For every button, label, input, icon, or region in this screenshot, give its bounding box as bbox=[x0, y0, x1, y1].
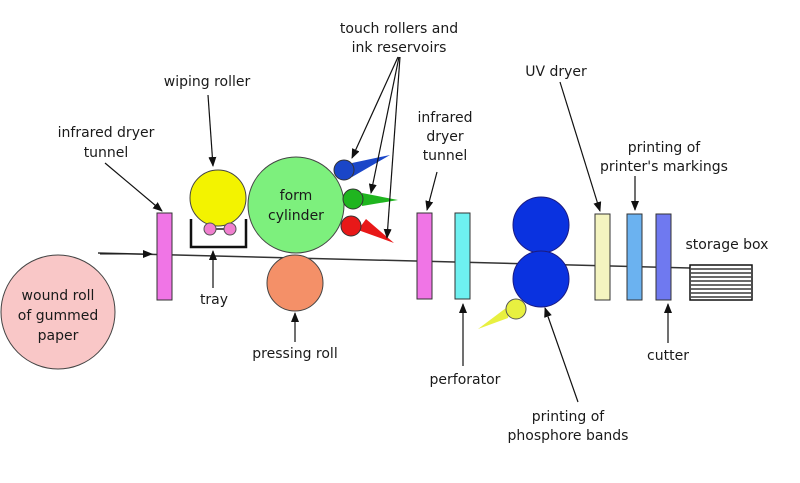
ink-reservoir-green bbox=[362, 193, 398, 206]
touch-roller-red bbox=[340, 215, 362, 237]
infrared-dryer-2-arrow bbox=[425, 171, 438, 211]
infrared-dryer-1 bbox=[156, 212, 173, 301]
wound-roll-label-line1: wound roll bbox=[22, 288, 95, 304]
perforator bbox=[454, 212, 471, 300]
form-cylinder bbox=[247, 156, 345, 254]
printers-markings-label-line1: printing of bbox=[628, 140, 702, 156]
tray-roller-right bbox=[223, 222, 237, 236]
phosphore-roller-bottom bbox=[512, 250, 570, 308]
infrared-dryer-1-label-line2: tunnel bbox=[84, 145, 129, 161]
infrared-dryer-2-label-line2: dryer bbox=[426, 129, 464, 145]
wound-roll bbox=[0, 254, 116, 370]
wound-roll-label-line2: of gummed bbox=[18, 308, 98, 324]
form-cylinder-label-line1: form bbox=[280, 188, 313, 204]
tray-label: tray bbox=[200, 292, 228, 308]
phosphore-ink-reservoir bbox=[478, 305, 510, 329]
pressing-roll-label: pressing roll bbox=[252, 346, 337, 362]
phosphore-label-line2: phosphore bands bbox=[508, 428, 629, 444]
touch-roller-blue bbox=[333, 159, 355, 181]
tray bbox=[189, 219, 248, 249]
cutter bbox=[655, 213, 672, 301]
touch-rollers-label-line2: ink reservoirs bbox=[352, 40, 447, 56]
touch-rollers-arrow-2 bbox=[368, 56, 400, 194]
tray-roller-left bbox=[203, 222, 217, 236]
wiping-roller-arrow bbox=[207, 94, 217, 167]
pressing-roll bbox=[266, 254, 324, 312]
uv-dryer-arrow bbox=[559, 81, 602, 212]
infrared-dryer-1-arrow bbox=[104, 162, 163, 212]
phosphore-label-line1: printing of bbox=[532, 409, 606, 425]
uv-dryer-label: UV dryer bbox=[525, 64, 587, 80]
wiping-roller bbox=[189, 169, 247, 227]
cutter-label: cutter bbox=[647, 348, 689, 364]
form-cylinder-label-line2: cylinder bbox=[268, 208, 324, 224]
phosphore-roller-top bbox=[512, 196, 570, 254]
wound-roll-label-line3: paper bbox=[38, 328, 79, 344]
wiping-roller-label: wiping roller bbox=[164, 74, 251, 90]
paper-web-line bbox=[97, 252, 691, 269]
infrared-dryer-2-label-line3: tunnel bbox=[423, 148, 468, 164]
phosphore-ink-roller bbox=[505, 298, 527, 320]
printers-markings-label-line2: printer's markings bbox=[600, 159, 728, 175]
touch-rollers-label-line1: touch rollers and bbox=[340, 21, 458, 37]
infrared-dryer-1-label-line1: infrared dryer bbox=[58, 125, 155, 141]
storage-box bbox=[689, 264, 753, 301]
perforator-label: perforator bbox=[430, 372, 501, 388]
touch-roller-green bbox=[342, 188, 364, 210]
ink-reservoir-blue bbox=[352, 155, 390, 177]
uv-dryer bbox=[594, 213, 611, 301]
infrared-dryer-2-label-line1: infrared bbox=[418, 110, 473, 126]
touch-rollers-arrow-1 bbox=[351, 56, 399, 159]
storage-box-label: storage box bbox=[686, 237, 769, 253]
phosphore-arrow bbox=[544, 307, 579, 403]
markings-printer bbox=[626, 213, 643, 301]
infrared-dryer-2 bbox=[416, 212, 433, 300]
touch-rollers-arrow-3 bbox=[383, 56, 401, 239]
